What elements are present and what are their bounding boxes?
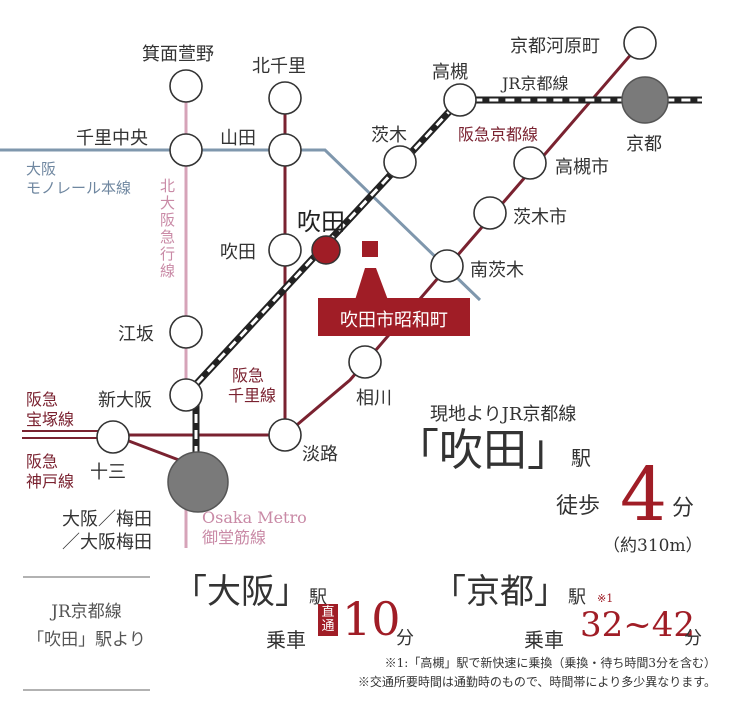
access-station: 吹田 (439, 425, 527, 476)
station-esaka (169, 315, 203, 349)
osaka-close-bracket: 」 (275, 572, 309, 612)
label-ibarakishi: 茨木市 (513, 207, 567, 228)
access-intro: 現地よりJR京都線 (430, 404, 577, 425)
label-minami-ibaraki: 南茨木 (470, 260, 524, 281)
station-awaji (268, 418, 302, 452)
label-midosuji-2: 御堂筋線 (202, 528, 267, 547)
access-fun: 分 (672, 496, 695, 521)
label-awaji: 淡路 (302, 444, 338, 465)
label-monorail-1: 大阪 (26, 160, 57, 178)
label-shin-osaka: 新大阪 (98, 390, 152, 411)
osaka-minutes: 10 (342, 592, 401, 646)
access-open-bracket: 「 (395, 425, 439, 476)
label-hankyu-kobe-2: 神戸線 (26, 472, 75, 491)
access-eki: 駅 (571, 446, 591, 470)
site-marker (362, 241, 378, 257)
station-minami-ibaraki (430, 249, 464, 283)
label-hankyu-takarazuka-1: 阪急 (26, 390, 59, 409)
label-esaka: 江坂 (118, 324, 154, 345)
kyoto-minutes: 32~42 (580, 605, 696, 645)
station-ibaraki (383, 145, 417, 179)
note-2: ※交通所要時間は通勤時のもので、時間帯により多少異なります。 (357, 675, 716, 689)
station-takatsuki (443, 83, 477, 117)
label-hankyu-kobe-1: 阪急 (26, 452, 59, 471)
station-ibarakishi (473, 196, 507, 230)
travel-from: JR京都線 「吹田」駅より (23, 598, 150, 654)
label-suita-hankyu: 吹田 (220, 242, 256, 263)
access-close-bracket: 」 (527, 425, 571, 476)
label-yamada: 山田 (220, 128, 256, 149)
label-monorail: 大阪 モノレール本線 (26, 160, 131, 198)
label-kyoto-kawaramachi: 京都河原町 (510, 36, 600, 57)
label-hankyu-takarazuka-2: 宝塚線 (26, 410, 75, 429)
osaka-name: 大阪 (207, 572, 275, 612)
label-hankyu-takarazuka: 阪急 宝塚線 (26, 390, 74, 430)
kyoto-station-name: 「京都」駅 (432, 572, 586, 618)
label-monorail-2: モノレール本線 (26, 179, 132, 197)
access-walk: 徒歩 (556, 494, 601, 519)
kyoto-fun: 分 (684, 628, 702, 649)
station-kita-senri (268, 81, 302, 115)
osaka-open-bracket: 「 (173, 572, 207, 612)
label-hankyu-kobe: 阪急 神戸線 (26, 452, 74, 492)
callout-pointer (355, 268, 388, 300)
station-shin-osaka (169, 378, 203, 412)
station-senri-chuo (169, 133, 203, 167)
label-hankyu-kyoto: 阪急京都線 (458, 125, 539, 144)
osaka-chokutsu-badge: 直通 (318, 604, 338, 636)
station-aikawa (348, 345, 382, 379)
kyoto-close-bracket: 」 (534, 572, 568, 612)
station-yamada (268, 133, 302, 167)
callout-text: 吹田市昭和町 (340, 310, 448, 331)
note-1: ※1:「高槻」駅で新快速に乗換（乗換・待ち時間3分を含む） (384, 656, 716, 670)
label-aikawa: 相川 (356, 388, 392, 409)
label-kyoto: 京都 (626, 134, 662, 155)
label-senri-chuo: 千里中央 (76, 128, 148, 149)
access-distance: （約310m） (603, 536, 703, 556)
callout-box (318, 298, 470, 336)
label-osaka-umeda-1: 大阪／梅田 (62, 509, 152, 530)
osaka-fun: 分 (396, 628, 414, 649)
label-juso: 十三 (90, 462, 126, 483)
station-kyoto (621, 76, 669, 124)
label-osaka-umeda-2: ／大阪梅田 (62, 532, 152, 553)
label-hankyu-senri: 阪急 千里線 (228, 366, 276, 406)
label-hankyu-senri-1: 阪急 (232, 366, 265, 385)
osaka-station-name: 「大阪」駅 (173, 572, 327, 618)
kyoto-name: 京都 (466, 572, 534, 612)
label-jr-kyoto: JR京都線 (502, 74, 569, 93)
travel-from-station: 「吹田」駅より (27, 630, 146, 650)
label-minoh-kayano: 箕面萱野 (142, 44, 214, 65)
station-takatsukishi (513, 146, 547, 180)
label-midosuji-1: Osaka Metro (202, 508, 307, 527)
travel-from-line: JR京都線 (51, 602, 122, 622)
kyoto-open-bracket: 「 (432, 572, 466, 612)
label-takatsuki: 高槻 (432, 62, 468, 83)
access-station-name: 「吹田」駅 (395, 424, 591, 485)
station-osaka-umeda (167, 451, 229, 513)
monorail-line (0, 148, 482, 302)
station-suita-jr (311, 235, 341, 265)
label-takatsukishi: 高槻市 (555, 157, 609, 178)
station-minoh-kayano (169, 69, 203, 103)
label-kita-senri: 北千里 (252, 56, 306, 77)
kyoto-eki: 駅 (568, 587, 586, 608)
label-suita-jr: 吹田 (297, 208, 345, 236)
label-hankyu-senri-2: 千里線 (228, 386, 277, 405)
label-midosuji: Osaka Metro 御堂筋線 (202, 508, 307, 548)
access-minutes: 4 (620, 452, 668, 538)
label-kita-kyuko: 北大阪急行線 (160, 177, 176, 280)
station-suita-hankyu (268, 233, 302, 267)
kyoto-note-mark: ※1 (597, 592, 614, 605)
label-ibaraki: 茨木 (371, 125, 407, 146)
kyoto-ride: 乗車 (524, 628, 564, 652)
osaka-eki: 駅 (309, 587, 327, 608)
station-kyoto-kawaramachi (623, 26, 657, 60)
osaka-ride: 乗車 (266, 628, 306, 652)
station-juso (96, 420, 130, 454)
